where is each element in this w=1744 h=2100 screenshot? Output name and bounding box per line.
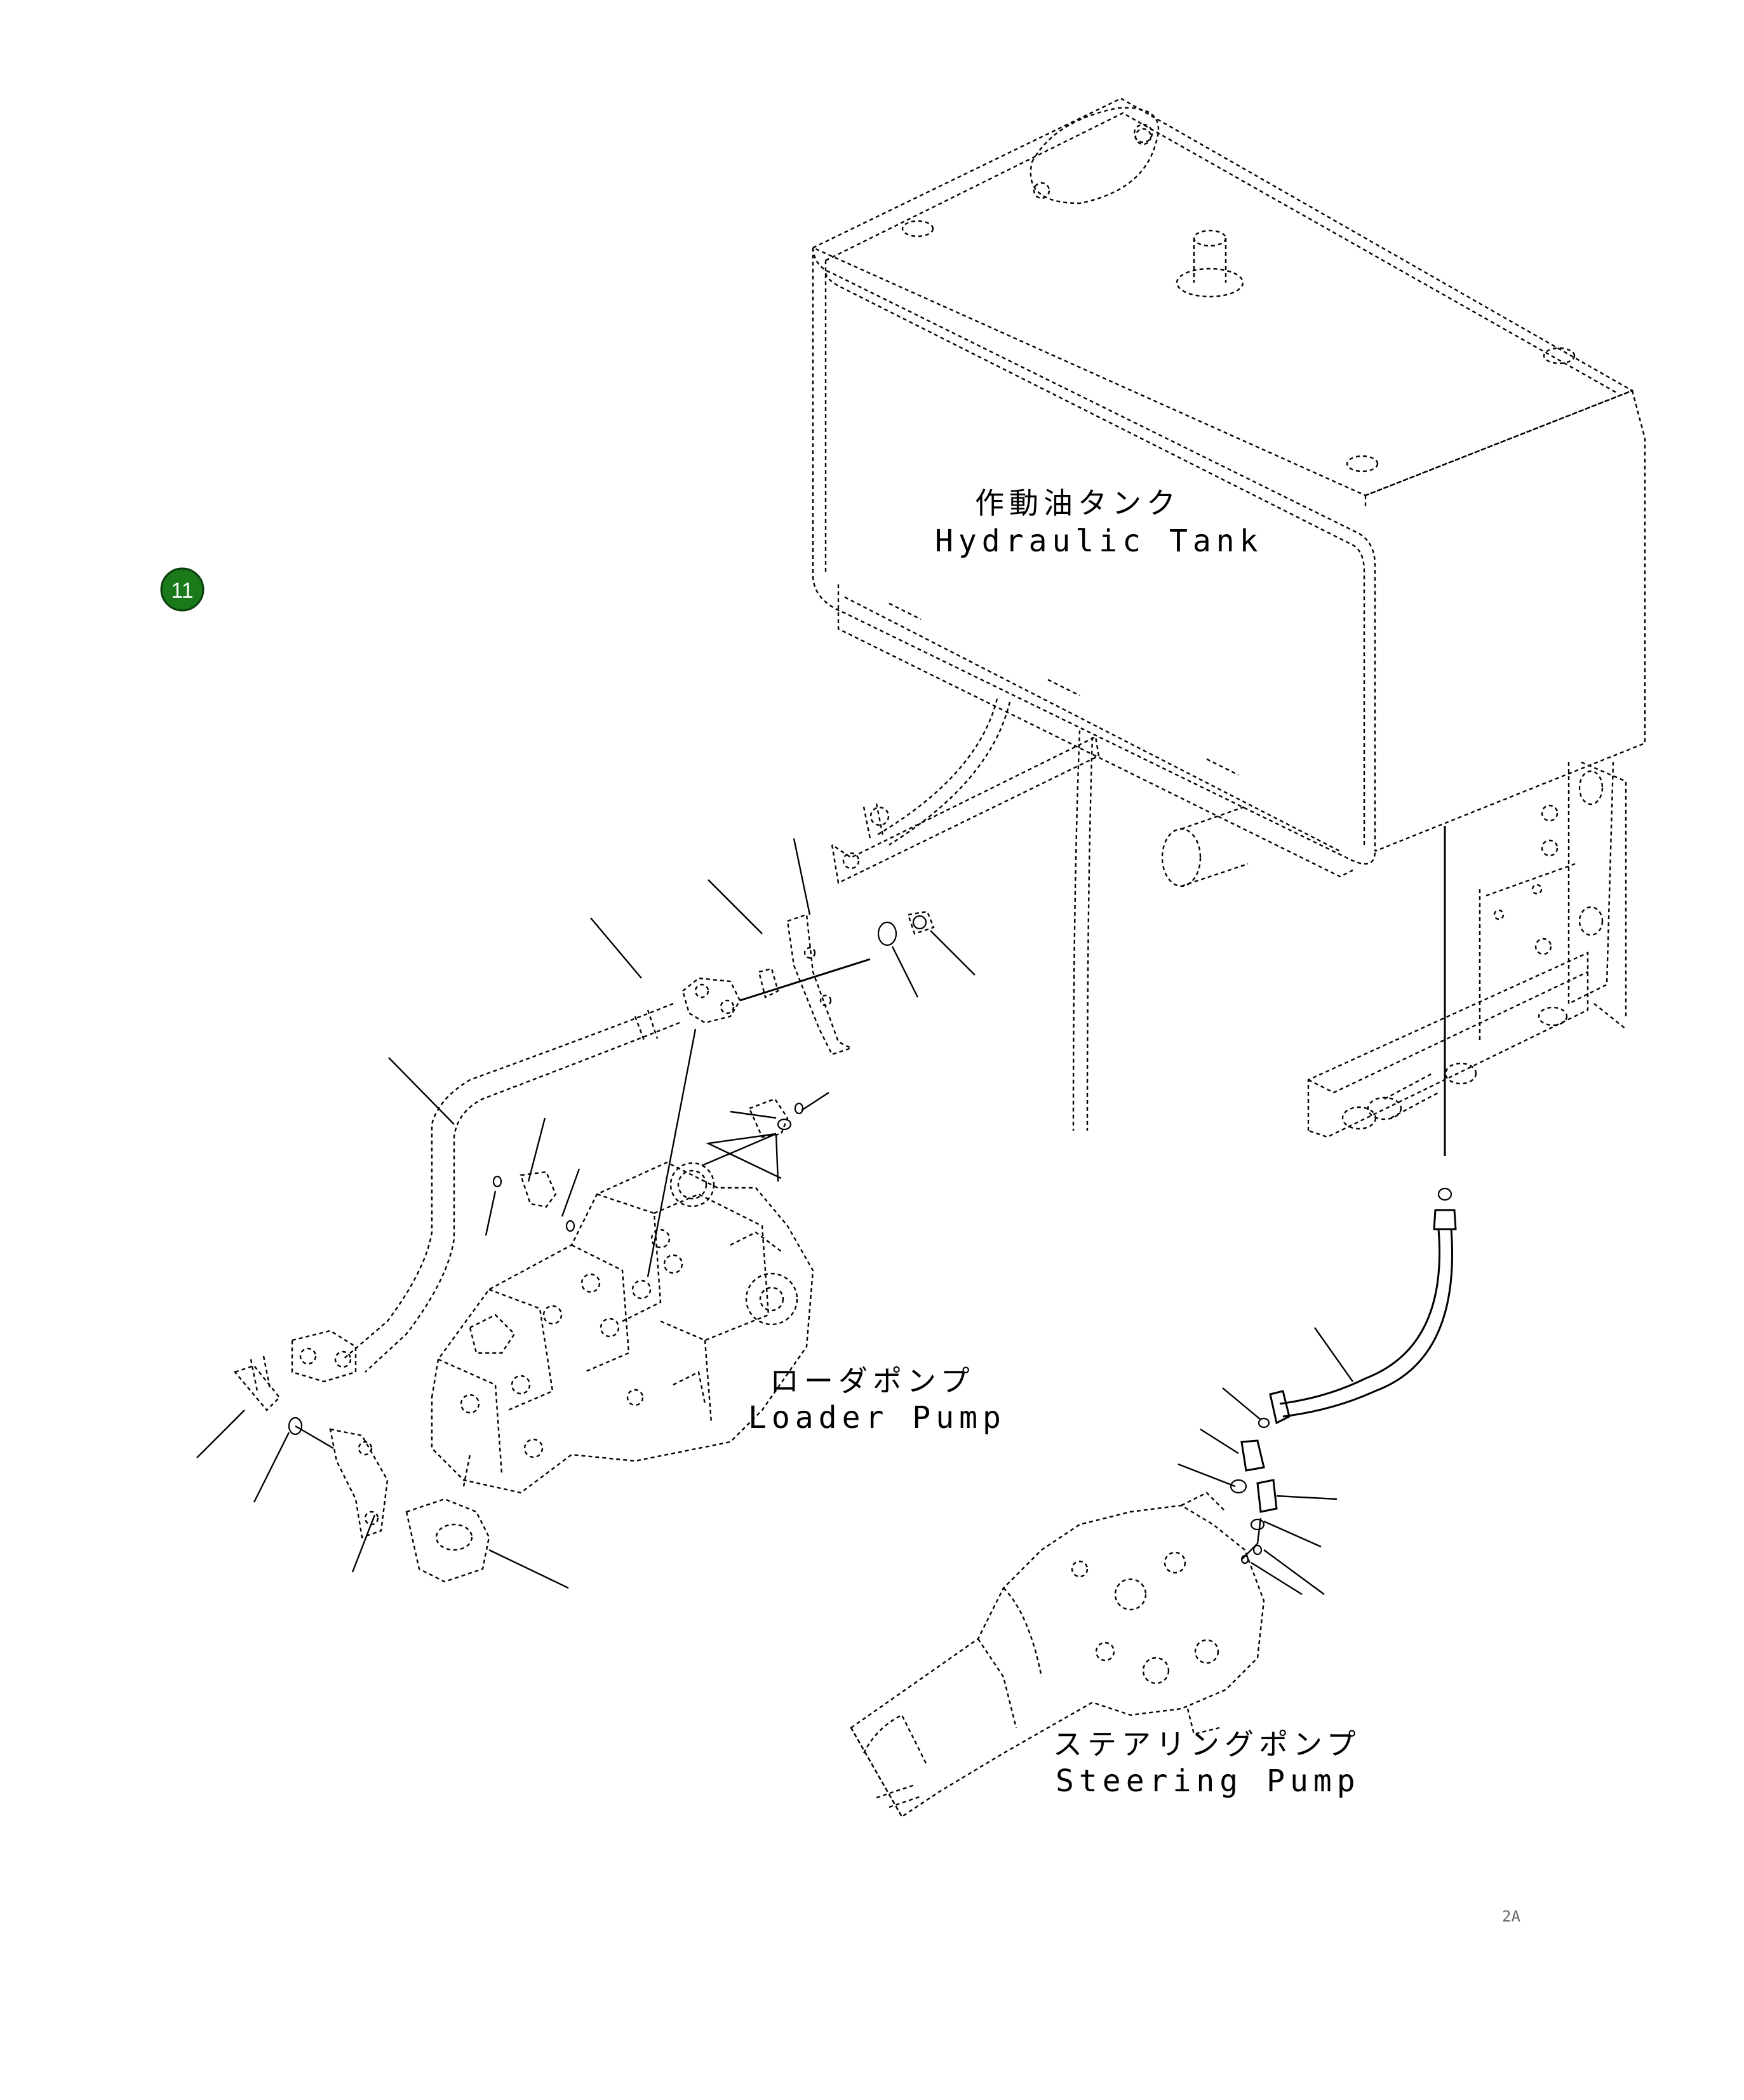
loader-pump-label-en: Loader Pump [748, 1400, 1006, 1436]
loader-pump-label-jp: ローダポンプ [770, 1364, 975, 1398]
hydraulic-tank-label-en: Hydraulic Tank [935, 523, 1263, 559]
upper-bracket-hardware [739, 910, 935, 1056]
tank-support-frame [1307, 761, 1627, 1138]
callout-badge-11[interactable]: 11 [160, 567, 205, 612]
loader-pump-fittings [492, 1098, 804, 1232]
steering-pump-label-jp: ステアリングポンプ [1053, 1727, 1361, 1761]
drawing-stamp: 2A [1502, 1908, 1520, 1925]
leader-lines [196, 838, 1353, 1596]
suction-pipe [291, 977, 741, 1383]
hydraulic-tank-label-jp: 作動油タンク [975, 486, 1181, 520]
lower-bracket-hardware [233, 1356, 490, 1583]
hydraulic-tank [811, 97, 1646, 1131]
steering-hose [1230, 826, 1457, 1565]
callout-badge-number: 11 [171, 579, 193, 603]
steering-pump-label-en: Steering Pump [1056, 1763, 1360, 1799]
steering-pump [850, 1491, 1265, 1818]
loader-pump [431, 1161, 814, 1494]
